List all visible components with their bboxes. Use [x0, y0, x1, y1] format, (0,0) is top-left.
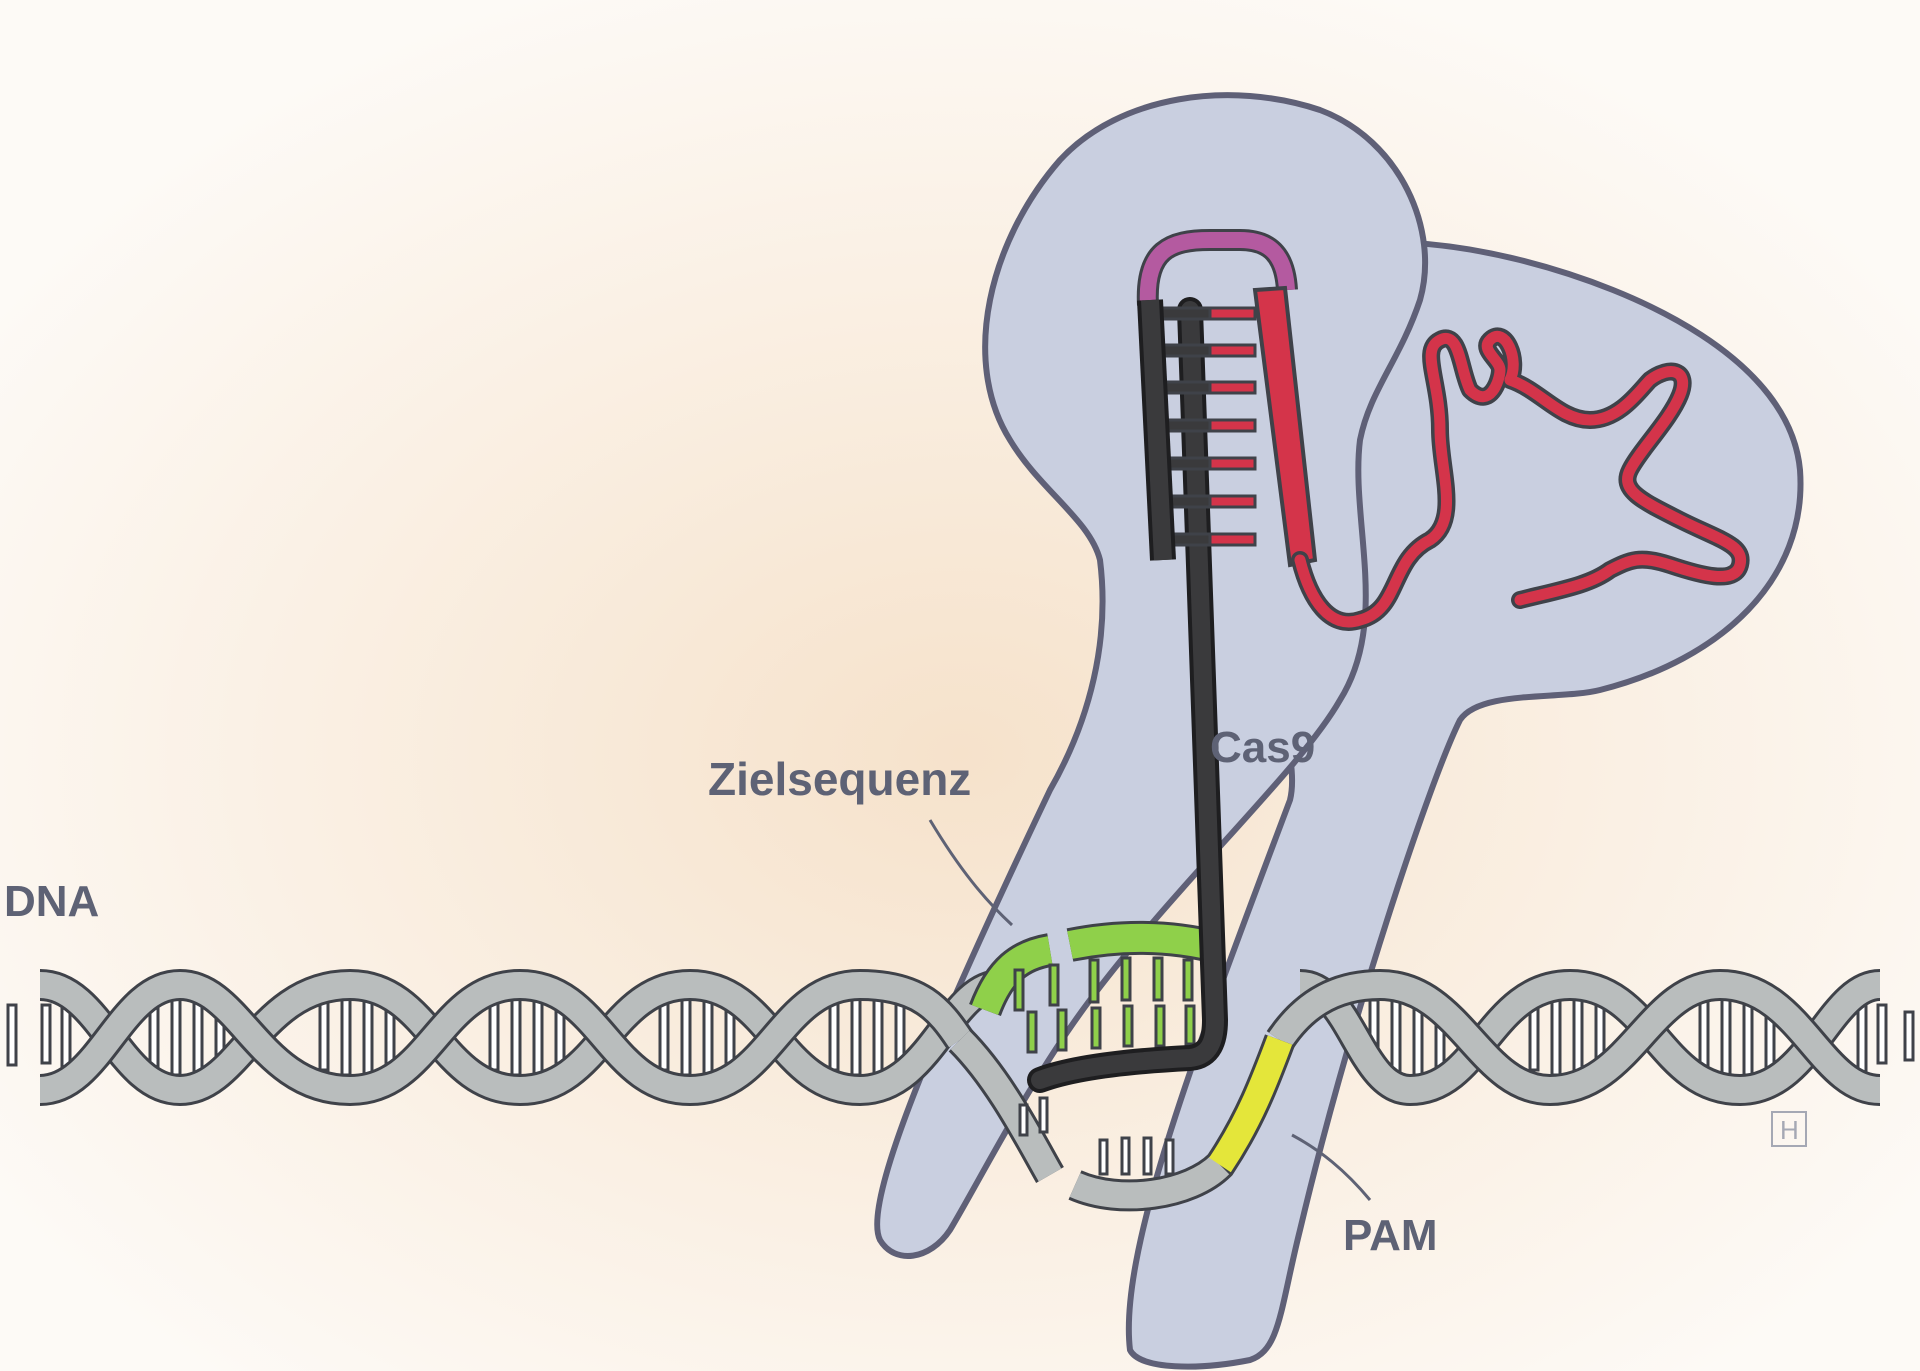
target-sequence-label: Zielsequenz: [708, 753, 971, 805]
tracr-rna: [1136, 229, 1750, 631]
pam-highlight: [1209, 1035, 1293, 1173]
dna-double-helix: [6, 968, 1915, 1212]
tracr-stem: [1252, 285, 1318, 568]
target-base-pairs: [1013, 956, 1196, 1054]
svg-text:H: H: [1780, 1115, 1799, 1145]
pam-label: PAM: [1343, 1211, 1438, 1260]
pam-leader: [1291, 1133, 1372, 1201]
guide-rna: [1027, 297, 1229, 1093]
artist-mark-icon: H: [1771, 1111, 1807, 1147]
cas9-label: Cas9: [1210, 723, 1315, 772]
target-sequence-leader: [928, 819, 1014, 927]
dna-label: DNA: [4, 877, 99, 926]
